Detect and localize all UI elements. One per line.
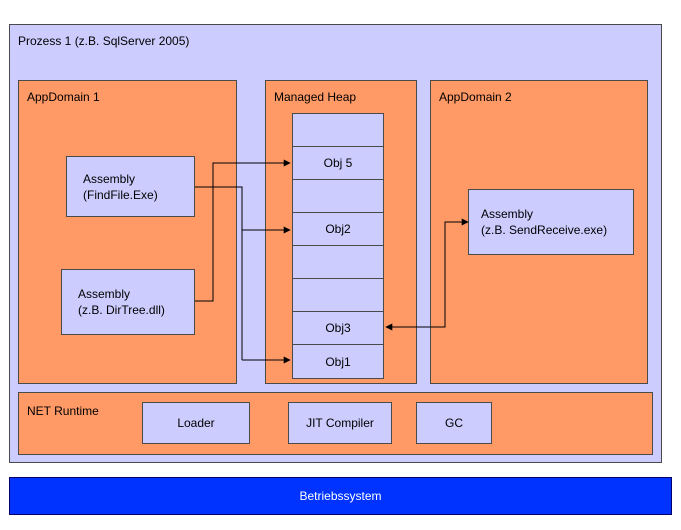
process-label: Prozess 1 (z.B. SqlServer 2005)	[18, 34, 190, 48]
net-runtime-label: NET Runtime	[27, 404, 99, 418]
heap-cell-obj5: Obj 5	[293, 147, 383, 180]
appdomain2-label: AppDomain 2	[439, 90, 512, 104]
heap-cell-empty	[293, 279, 383, 312]
appdomain1-box: AppDomain 1	[18, 80, 237, 384]
assembly-dirtree-title: Assembly	[78, 287, 131, 301]
assembly-sendreceive-title: Assembly	[481, 207, 534, 221]
assembly-findfile: Assembly (FindFile.Exe)	[66, 156, 195, 217]
heap-cell-empty	[293, 114, 383, 147]
assembly-dirtree: Assembly (z.B. DirTree.dll)	[61, 269, 195, 335]
appdomain1-label: AppDomain 1	[27, 90, 100, 104]
gc-box: GC	[416, 402, 492, 444]
assembly-sendreceive-name: (z.B. SendReceive.exe)	[481, 223, 608, 237]
assembly-sendreceive: Assembly (z.B. SendReceive.exe)	[468, 189, 634, 255]
managed-heap-label: Managed Heap	[274, 90, 357, 104]
heap-stack: Obj 5 Obj2 Obj3 Obj1	[292, 113, 384, 379]
assembly-findfile-name: (FindFile.Exe)	[83, 187, 158, 202]
loader-box: Loader	[142, 402, 250, 444]
heap-cell-obj1: Obj1	[325, 354, 351, 369]
assembly-findfile-title: Assembly	[83, 171, 136, 186]
heap-cell-empty	[293, 180, 383, 213]
assembly-dirtree-name: (z.B. DirTree.dll)	[78, 303, 165, 317]
heap-cell-obj2: Obj2	[293, 213, 383, 246]
jit-compiler-box: JIT Compiler	[288, 402, 392, 444]
heap-cell-empty	[293, 246, 383, 279]
heap-cell-obj3: Obj3	[293, 312, 383, 345]
os-bar: Betriebssystem	[9, 477, 672, 515]
